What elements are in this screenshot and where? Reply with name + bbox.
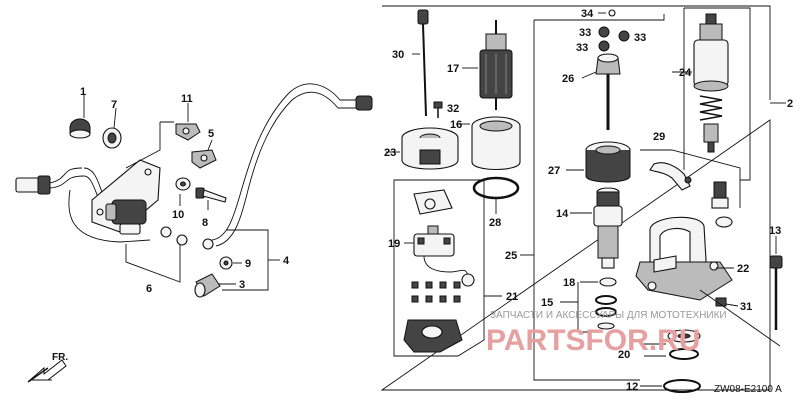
- oil-seals: [667, 329, 701, 360]
- callout-10: 10: [172, 209, 184, 221]
- thrust-washer: [599, 277, 617, 287]
- brush-holder: [413, 225, 475, 287]
- watermark-brand: PARTSFOR.RU: [486, 324, 700, 357]
- callout-25: 25: [505, 250, 517, 262]
- hex-nut: [219, 256, 233, 270]
- callout-15: 15: [541, 297, 553, 309]
- callout-32: 32: [447, 103, 459, 115]
- wire-clamp: [191, 149, 217, 169]
- callout-18: 18: [563, 277, 575, 289]
- starter-cable: [211, 83, 358, 241]
- callout-3: 3: [239, 279, 245, 291]
- callout-11: 11: [181, 93, 193, 105]
- sealing-ring: [472, 176, 520, 200]
- callout-6: 6: [146, 283, 152, 295]
- direction-label: FR.: [52, 352, 68, 363]
- callout-27: 27: [548, 165, 560, 177]
- relay-solenoid: [105, 199, 147, 235]
- callout-16: 16: [450, 119, 462, 131]
- terminal-clip: [175, 123, 201, 141]
- callout-12: 12: [626, 381, 638, 393]
- connector-plug: [15, 167, 85, 195]
- callout-20: 20: [618, 349, 630, 361]
- brush-plate: [413, 189, 453, 215]
- front-direction-arrow: [27, 359, 67, 383]
- brush-base: [403, 319, 463, 353]
- callout-9: 9: [245, 258, 251, 270]
- starter-assembly-frame: [380, 5, 771, 391]
- through-bolt: [417, 9, 429, 117]
- callout-13: 13: [769, 225, 781, 237]
- carbon-brushes: [411, 281, 461, 303]
- overrunning-clutch: [593, 187, 623, 269]
- small-screw: [433, 101, 443, 118]
- callout-5: 5: [208, 128, 214, 140]
- pinion-shaft: [595, 53, 621, 130]
- callout-24: 24: [679, 67, 692, 79]
- callout-33-c: 33: [634, 32, 646, 44]
- callout-23: 23: [384, 147, 396, 159]
- cable-terminal: [202, 95, 373, 250]
- spring-washers: [595, 295, 617, 330]
- callout-29: 29: [653, 131, 665, 143]
- callout-2: 2: [787, 98, 793, 110]
- callout-14: 14: [556, 208, 569, 220]
- rubber-cap: [69, 118, 91, 139]
- callout-26: 26: [562, 73, 574, 85]
- callout-28: 28: [489, 217, 501, 229]
- callout-33-b: 33: [576, 42, 588, 54]
- callout-8: 8: [202, 217, 208, 229]
- rear-end-cover: [401, 127, 459, 170]
- shift-lever: [649, 162, 692, 191]
- mounting-bolt: [195, 187, 227, 203]
- callout-19: 19: [388, 238, 400, 250]
- housing-bolt: [715, 297, 727, 307]
- callout-4: 4: [283, 255, 290, 267]
- retaining-ring: [608, 9, 616, 17]
- terminal-boot: [194, 273, 221, 298]
- front-housing: [635, 216, 733, 301]
- washer: [175, 177, 191, 191]
- nut: [160, 226, 188, 246]
- grommet: [102, 127, 122, 149]
- armature: [479, 20, 513, 110]
- lock-nuts: [598, 26, 630, 52]
- callout-17: 17: [447, 63, 459, 75]
- planetary-gear: [585, 141, 631, 183]
- watermark-tagline: ЗАПЧАСТИ И АКСЕССУАРЫ ДЛЯ МОТОТЕХНИКИ: [490, 310, 727, 321]
- callout-21: 21: [506, 291, 518, 303]
- callout-22: 22: [737, 263, 749, 275]
- starter-solenoid: [693, 13, 729, 153]
- pole-piece: [711, 181, 733, 228]
- callout-30: 30: [392, 49, 404, 61]
- callout-34: 34: [581, 8, 594, 20]
- callout-33-a: 33: [579, 27, 591, 39]
- callout-1: 1: [80, 86, 86, 98]
- callout-31: 31: [740, 301, 752, 313]
- long-mounting-bolt: [769, 255, 783, 330]
- diagram-code: ZW08-E2100 A: [714, 384, 782, 395]
- callout-7: 7: [111, 99, 117, 111]
- o-ring: [663, 379, 701, 393]
- motor-yoke: [471, 116, 521, 170]
